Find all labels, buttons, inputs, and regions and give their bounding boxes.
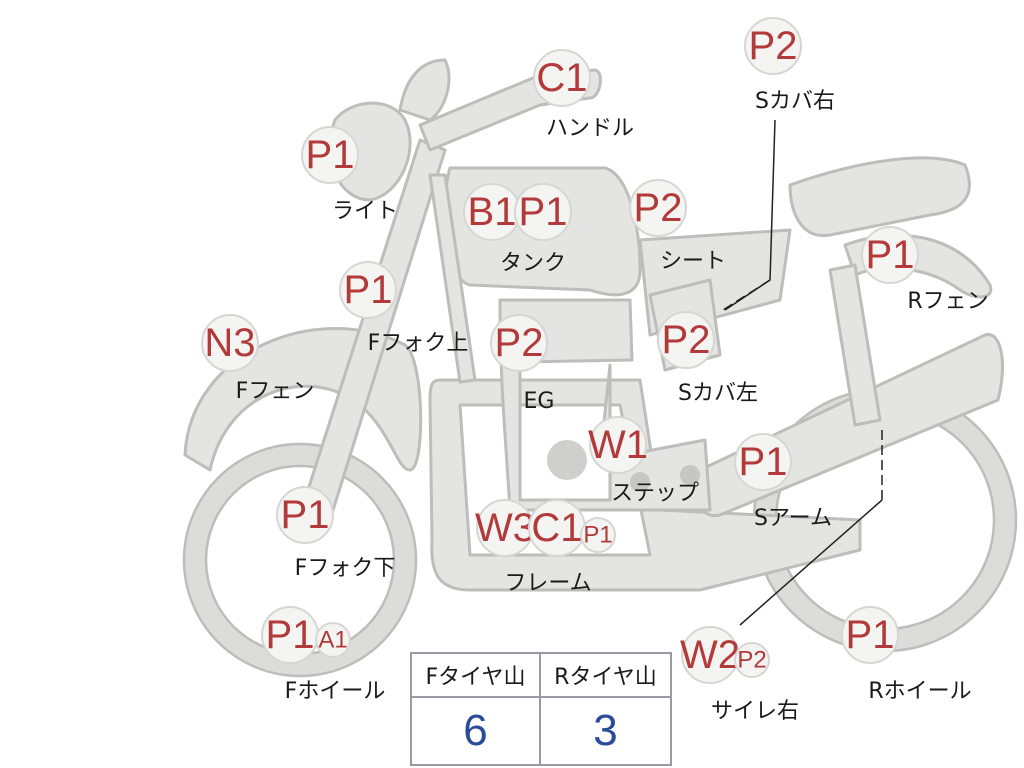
code-badge-circle [841,606,899,664]
mirror [398,58,451,122]
code-badge-circle [861,226,919,284]
front-tire-value: 6 [412,698,541,764]
part-label: Fフォク下 [295,556,396,581]
condition-code: A1 [318,627,347,654]
part-label: Sカバ右 [755,89,835,114]
part-callout-c1-handle: C1 ハンドル [533,49,634,141]
code-badge-circle [629,179,687,237]
tire-tread-table: Fタイヤ山 Rタイヤ山 6 3 [410,652,672,766]
code-badge-circle [276,486,334,544]
code-badge-circle [734,433,792,491]
condition-code: P1 [281,493,330,537]
code-badge-circle [744,17,802,75]
footpeg-right [680,465,700,485]
condition-code: P2 [749,24,798,68]
condition-code: P2 [737,647,766,674]
part-label: フレーム [504,571,591,596]
condition-code: P2 [634,186,683,230]
condition-code: P1 [866,233,915,277]
code-badge-circle [657,311,715,369]
part-label: EG [524,389,555,414]
condition-code: B1 [468,190,517,234]
part-callout-p2-seat: P2 シート [629,179,726,274]
part-label: ライト [332,199,398,224]
condition-code: P1 [739,440,788,484]
condition-code: P1 [266,613,315,657]
condition-code: N3 [204,321,255,365]
code-badge-circle [533,49,591,107]
scover-right-leader-dash [719,279,771,313]
part-label: Rホイール [868,679,971,704]
seat [788,156,971,237]
code-badge-circle [580,517,616,553]
part-label: ハンドル [546,116,634,141]
footpeg-left [630,472,650,492]
part-label: タンク [500,251,566,276]
code-badge-circle [201,314,259,372]
condition-code: P1 [583,522,612,549]
condition-code: W2 [680,633,740,677]
part-callout-p1-light: P1 ライト [301,126,398,224]
condition-code: P1 [846,613,895,657]
condition-code: P1 [344,268,393,312]
condition-code: P2 [495,321,544,365]
part-label: Fホイール [285,679,386,704]
code-badge-circle [339,261,397,319]
part-label: サイレ右 [711,699,799,724]
code-badge-circle [301,126,359,184]
condition-code: W1 [588,423,648,467]
part-callout-w1-step: W1 ステップ [588,416,699,506]
code-badge-circle [589,416,647,474]
front-tire-header: Fタイヤ山 [412,654,541,698]
rear-tire-header: Rタイヤ山 [541,654,670,698]
code-badge-circle [514,183,572,241]
part-label: Sアーム [754,506,832,531]
rear-tire-value: 3 [593,706,618,755]
condition-code: P2 [662,318,711,362]
condition-code: C1 [531,506,582,550]
condition-code: C1 [536,56,587,100]
condition-code: P1 [519,190,568,234]
part-label: Fフォク上 [368,331,469,356]
front-fork-inner [428,173,477,384]
condition-code: W3 [475,506,535,550]
rear-shock [828,263,882,427]
code-badge-circle [315,622,351,658]
part-label: シート [660,249,726,274]
muffler-leader-2 [739,499,883,626]
part-label: Sカバ左 [678,381,758,406]
code-badge-circle [490,314,548,372]
condition-code: P1 [306,133,355,177]
part-label: Rフェン [907,289,988,314]
part-label: Fフェン [236,379,315,404]
engine-cover [547,440,587,480]
part-label: ステップ [611,481,699,506]
code-badge-circle [734,642,770,678]
